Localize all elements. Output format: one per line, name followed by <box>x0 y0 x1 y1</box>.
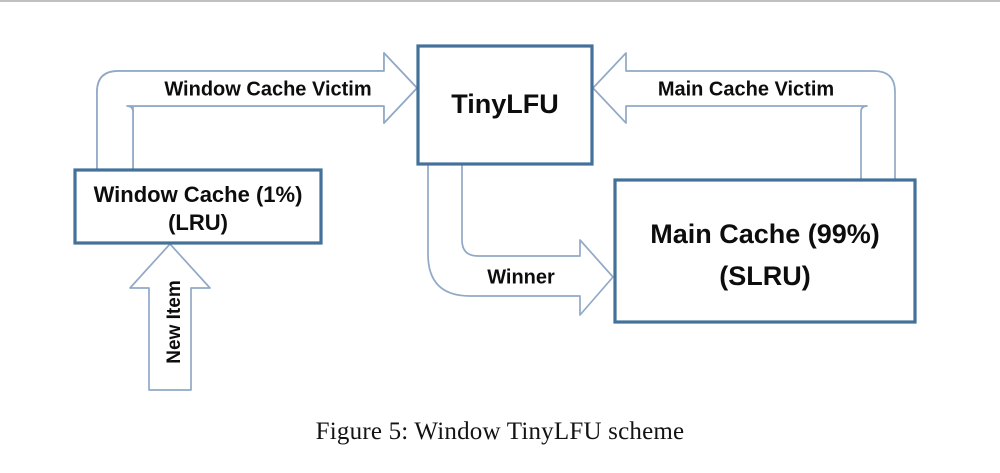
main-cache-victim-arrow-shape <box>592 52 896 180</box>
flow-window-cache-victim: Window Cache Victim <box>96 52 418 171</box>
window-tinylfu-diagram: New Item Window Cache Victim Main Cache … <box>73 44 917 391</box>
main-cache-label-line1: Main Cache (99%) <box>650 219 880 249</box>
window-cache-label-line2: (LRU) <box>168 210 228 235</box>
winner-arrow-shape <box>427 164 614 316</box>
flow-main-cache-victim: Main Cache Victim <box>592 52 896 180</box>
new-item-label: New Item <box>164 280 185 363</box>
node-main-cache[interactable]: Main Cache (99%) (SLRU) <box>613 178 917 324</box>
winner-label: Winner <box>487 266 555 288</box>
window-cache-label-line1: Window Cache (1%) <box>94 182 303 207</box>
node-window-cache[interactable]: Window Cache (1%) (LRU) <box>73 168 323 245</box>
figure-caption: Figure 5: Window TinyLFU scheme <box>315 418 685 445</box>
main-cache-victim-label: Main Cache Victim <box>658 78 834 100</box>
node-tinylfu[interactable]: TinyLFU <box>416 44 594 166</box>
main-cache-box[interactable] <box>613 178 917 324</box>
window-cache-victim-label: Window Cache Victim <box>164 78 371 100</box>
tinylfu-box[interactable] <box>416 44 594 166</box>
window-cache-box[interactable] <box>73 168 323 245</box>
flow-winner: Winner <box>427 164 614 316</box>
window-cache-victim-arrow-outline <box>96 52 418 170</box>
new-item-arrow-shape <box>129 243 211 391</box>
main-cache-label-line2: (SLRU) <box>719 261 810 291</box>
tinylfu-label: TinyLFU <box>451 89 559 119</box>
page-top-rule <box>0 0 1000 2</box>
flow-new-item: New Item <box>129 243 211 391</box>
